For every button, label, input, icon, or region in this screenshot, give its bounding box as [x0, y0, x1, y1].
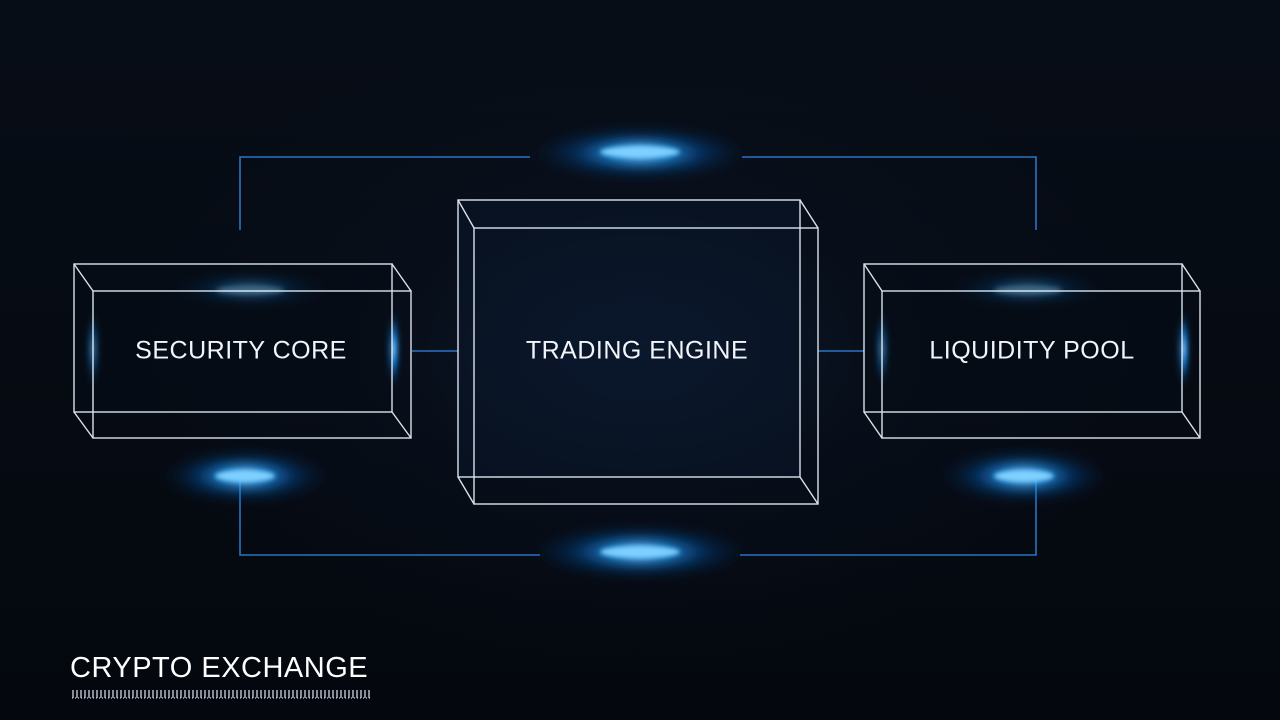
liquidity-pool-box	[863, 263, 1201, 439]
top-connector-right	[742, 156, 1037, 230]
brand-underline-pattern-secondary	[72, 697, 372, 699]
security-core-box	[73, 263, 412, 439]
security-core-label: SECURITY CORE	[135, 336, 347, 365]
connector-lines	[239, 156, 1037, 556]
brand-underline-pattern	[72, 690, 372, 698]
trading-engine-box	[457, 199, 819, 505]
liquidity-pool-label: LIQUIDITY POOL	[929, 336, 1135, 365]
bottom-connector-left	[239, 480, 540, 556]
brand-title: CRYPTO EXCHANGE	[70, 652, 369, 684]
top-connector-left	[239, 156, 530, 230]
bottom-connector-right	[740, 480, 1037, 556]
trading-engine-label: TRADING ENGINE	[525, 336, 749, 365]
